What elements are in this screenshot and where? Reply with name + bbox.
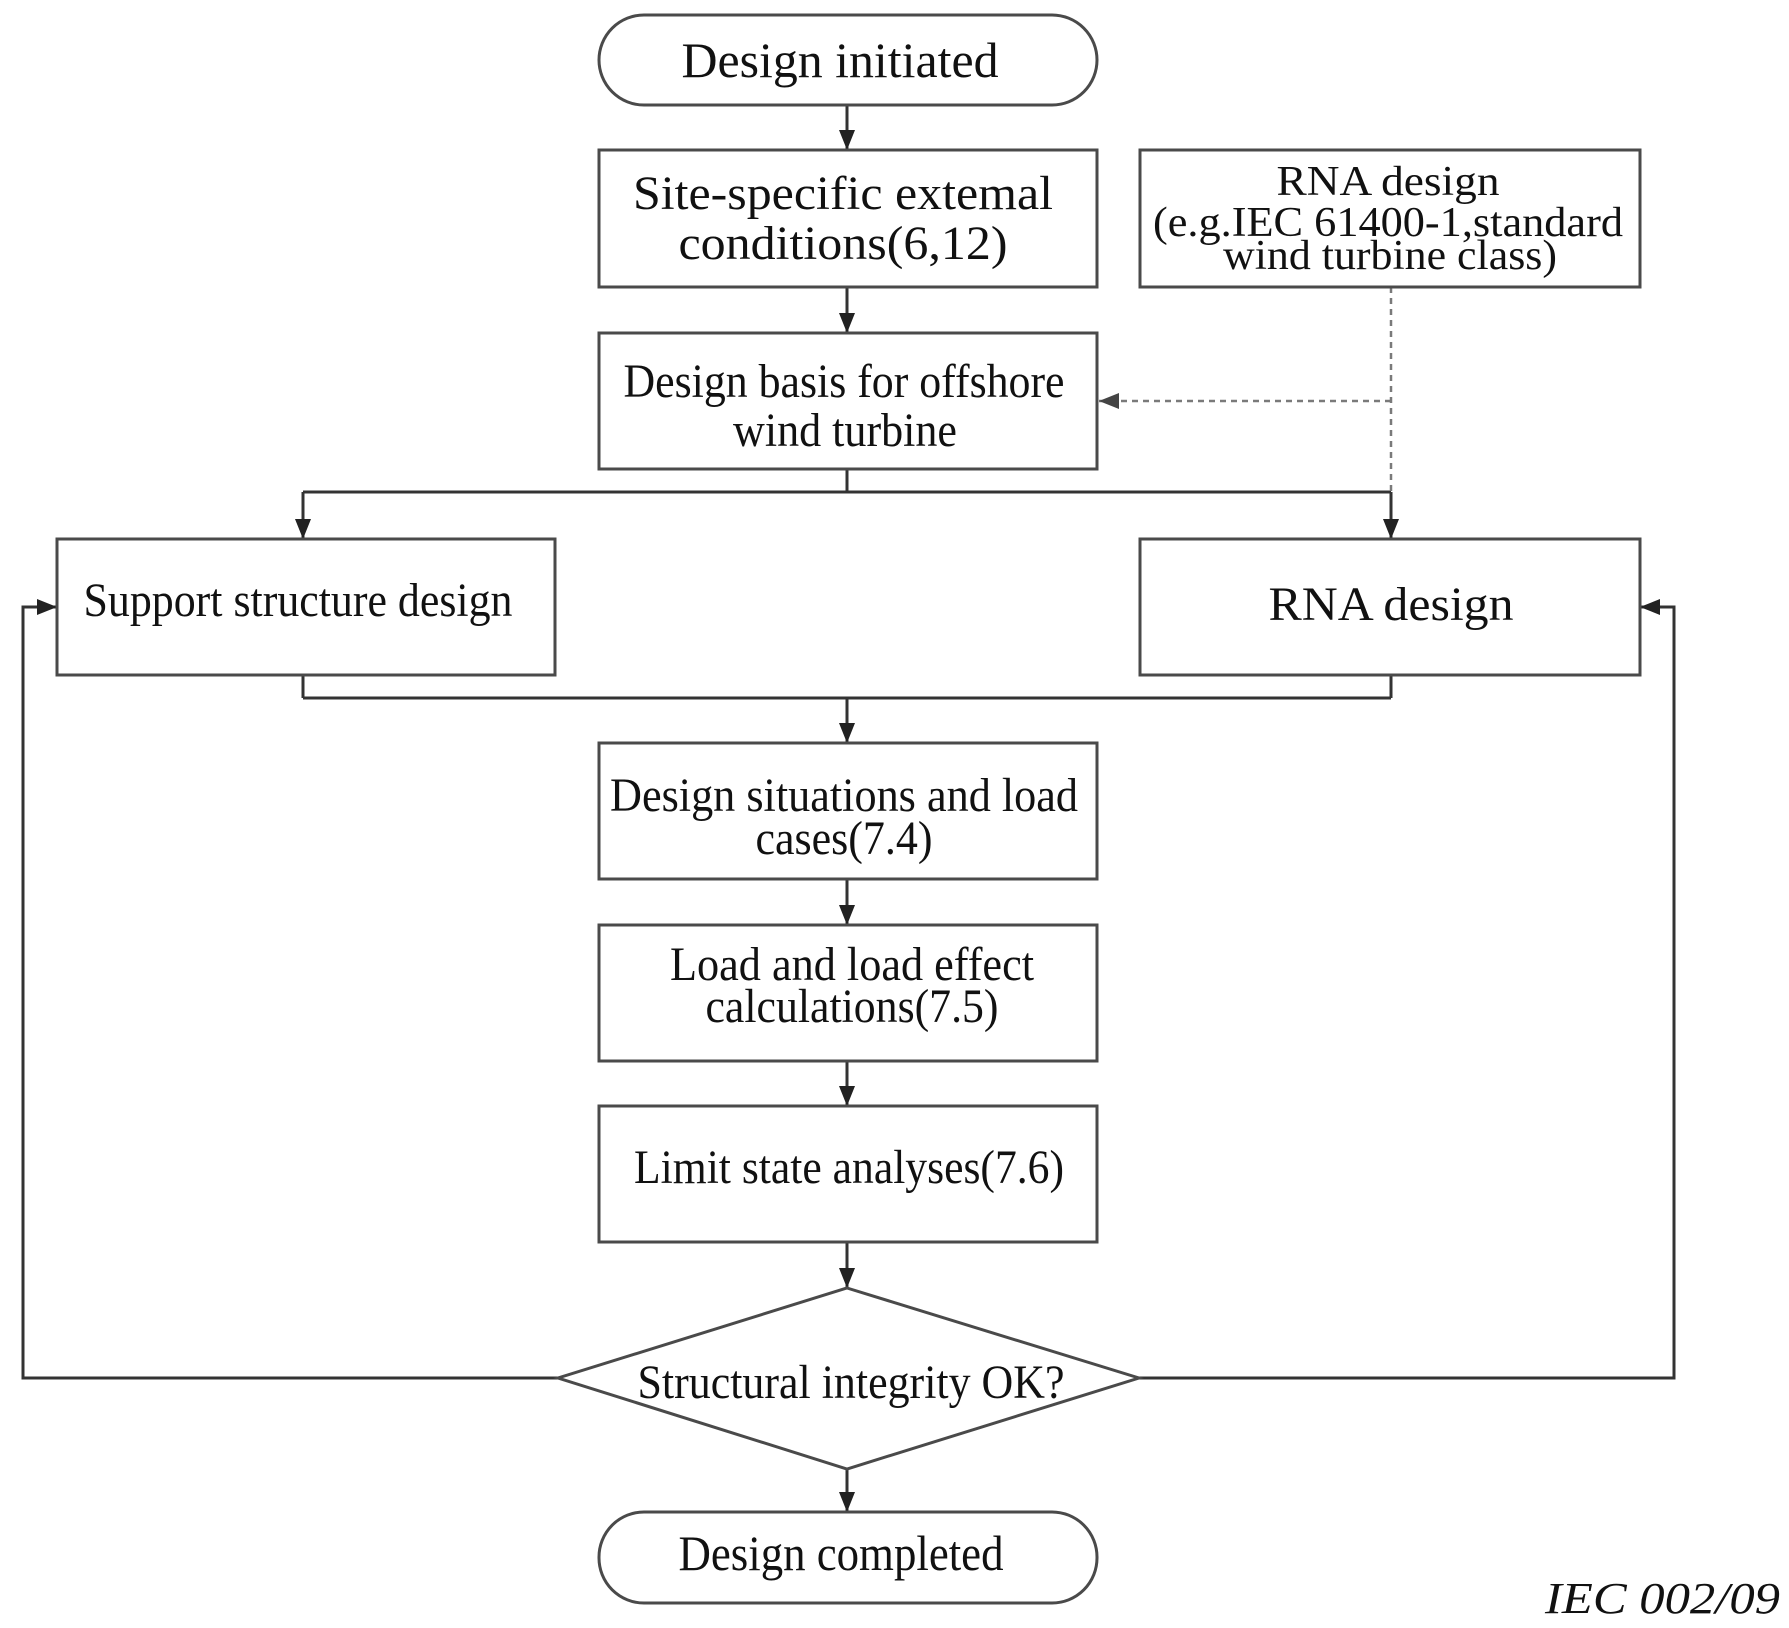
terminal-shape [597, 1510, 1099, 1605]
node-rna-design-input: RNA design (e.g.IEC 61400-1,standard win… [1138, 148, 1642, 289]
process-box [597, 148, 1099, 289]
process-box [1138, 537, 1642, 677]
process-box [597, 1104, 1099, 1244]
node-label-line-1: RNA design [1277, 159, 1500, 205]
node-label-line-2: conditions(6,12) [679, 217, 1008, 270]
node-limit-state-analyses: Limit state analyses(7.6) [597, 1104, 1099, 1244]
node-label: Support structure design [84, 574, 513, 627]
node-rna-design: RNA design [1138, 537, 1642, 677]
node-site-conditions: Site-specific extemal conditions(6,12) [597, 148, 1099, 289]
decision-diamond [552, 1286, 1145, 1471]
node-structural-integrity-check: Structural integrity OK? [552, 1286, 1145, 1471]
feedback-connector-left [21, 599, 558, 1380]
node-label: Design initiated [682, 32, 999, 88]
node-label-line-1: Design situations and load [610, 769, 1078, 822]
node-label-line-2: cases(7.4) [756, 812, 933, 865]
node-label-line-3: wind turbine class) [1223, 233, 1557, 279]
node-label: Design completed [679, 1525, 1004, 1581]
figure-reference: IEC 002/09 [1544, 1574, 1780, 1623]
node-label: Limit state analyses(7.6) [634, 1141, 1064, 1194]
node-label-line-1: Load and load effect [670, 938, 1035, 991]
node-label: Structural integrity OK? [638, 1356, 1065, 1409]
terminal-shape [597, 13, 1099, 107]
node-design-completed: Design completed [597, 1510, 1099, 1605]
node-design-situations: Design situations and load cases(7.4) [597, 741, 1099, 881]
node-load-calculations: Load and load effect calculations(7.5) [597, 923, 1099, 1063]
node-label-line-1: Site-specific extemal [633, 167, 1053, 220]
node-label: RNA design [1269, 578, 1514, 631]
process-box [1138, 148, 1642, 289]
process-box [597, 331, 1099, 471]
connectors [21, 105, 1676, 1512]
node-label-line-1: Design basis for offshore [624, 355, 1065, 408]
process-box [597, 923, 1099, 1063]
feedback-connector-right [1139, 599, 1676, 1380]
process-box [55, 537, 557, 677]
node-design-initiated: Design initiated [597, 13, 1099, 107]
node-support-structure-design: Support structure design [55, 537, 557, 677]
node-design-basis: Design basis for offshore wind turbine [597, 331, 1099, 471]
node-label-line-2: wind turbine [733, 404, 957, 457]
node-label-line-2: calculations(7.5) [706, 980, 999, 1033]
node-label-line-2: (e.g.IEC 61400-1,standard [1153, 200, 1623, 246]
process-box [597, 741, 1099, 881]
